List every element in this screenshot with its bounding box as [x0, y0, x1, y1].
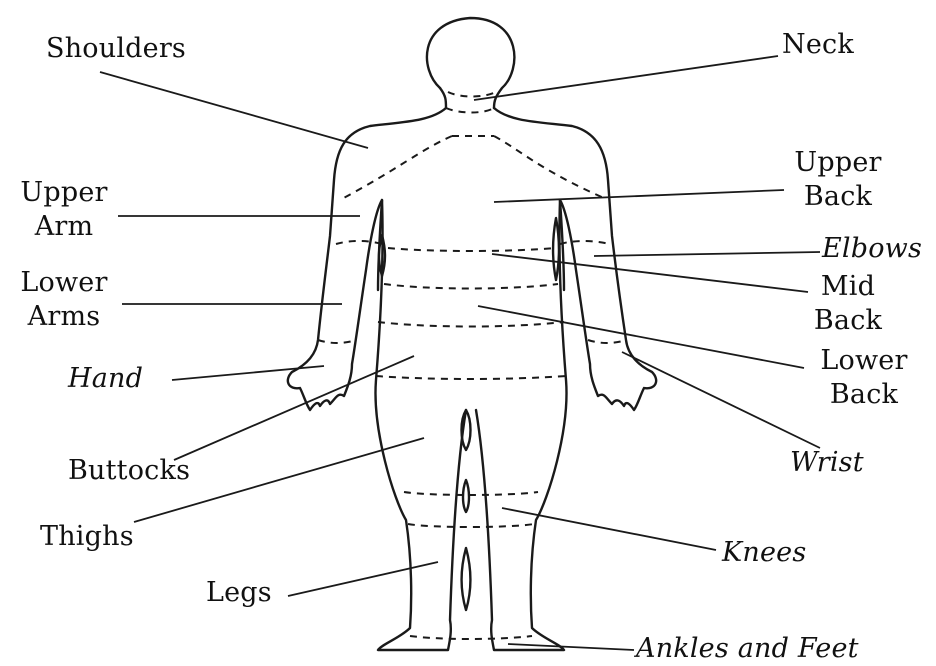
- knee-band-upper: [404, 492, 538, 495]
- leg-gap: [462, 410, 471, 610]
- wrist-band-right: [588, 340, 626, 343]
- leader-wrist: [622, 352, 820, 448]
- label-mid-back: Mid Back: [796, 270, 900, 338]
- leader-hand: [172, 366, 324, 380]
- label-upper-back: Upper Back: [788, 146, 888, 214]
- label-knees: Knees: [722, 536, 806, 570]
- label-lower-back: Lower Back: [802, 344, 926, 412]
- elbow-band-right: [560, 241, 610, 244]
- neck-band-top: [448, 92, 496, 97]
- label-lower-arms: Lower Arms: [2, 266, 126, 334]
- mid-back-band: [388, 248, 556, 251]
- ankle-band: [410, 636, 532, 639]
- leader-lower-back: [478, 306, 804, 368]
- hip-band: [376, 376, 566, 379]
- label-neck: Neck: [782, 28, 854, 62]
- elbow-right: [553, 218, 559, 280]
- label-thighs: Thighs: [40, 520, 134, 554]
- head-outline-left: [440, 88, 446, 108]
- leader-upper-back: [494, 190, 784, 202]
- lower-back-band: [384, 284, 558, 289]
- torso-left-outline: [288, 108, 466, 650]
- elbow-band-left: [336, 241, 382, 244]
- leader-shoulders: [100, 72, 368, 148]
- shoulder-right-curve: [494, 136, 604, 198]
- label-legs: Legs: [206, 576, 272, 610]
- leader-elbows: [594, 252, 820, 256]
- label-upper-arm: Upper Arm: [8, 176, 120, 244]
- label-shoulders: Shoulders: [46, 32, 186, 66]
- leader-legs: [288, 562, 438, 596]
- label-ankles-feet: Ankles and Feet: [636, 632, 859, 666]
- waist-band: [378, 322, 564, 327]
- neck-band-bottom: [446, 108, 494, 113]
- torso-right-outline: [476, 108, 656, 650]
- leader-neck: [474, 56, 778, 100]
- label-elbows: Elbows: [822, 232, 922, 266]
- label-hand: Hand: [68, 362, 143, 396]
- leader-mid-back: [492, 254, 808, 292]
- knee-band-lower: [408, 524, 534, 527]
- label-wrist: Wrist: [790, 446, 864, 480]
- wrist-band-left: [318, 340, 356, 343]
- label-buttocks: Buttocks: [68, 454, 190, 488]
- head-outline: [427, 18, 514, 108]
